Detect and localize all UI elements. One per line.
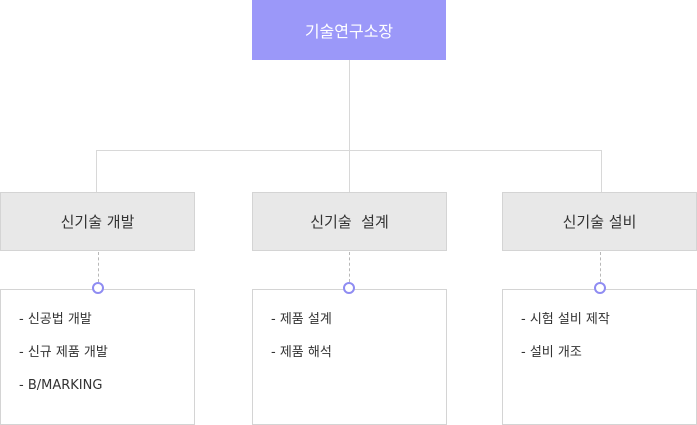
dept-box-facility: 신기술 설비 (502, 192, 697, 251)
dept-box-development: 신기술 개발 (0, 192, 195, 251)
connector-dot-design (343, 282, 355, 294)
task-item: - 설비 개조 (521, 345, 582, 360)
dashed-connector-development (98, 252, 99, 282)
connector-left-drop (96, 150, 97, 192)
connector-right-drop (601, 150, 602, 192)
task-item: - B/MARKING (19, 378, 103, 393)
task-item: - 신공법 개발 (19, 312, 92, 327)
dept-label: 신기술 설비 (562, 213, 637, 231)
dept-label: 신기술 설계 (310, 213, 389, 231)
task-item: - 신규 제품 개발 (19, 345, 108, 360)
task-item: - 시험 설비 제작 (521, 312, 610, 327)
task-item: - 제품 해석 (271, 345, 332, 360)
lab-director-box: 기술연구소장 (252, 0, 446, 60)
dept-box-design: 신기술 설계 (252, 192, 447, 251)
task-item: - 제품 설계 (271, 312, 332, 327)
connector-top-vertical (349, 60, 350, 150)
connector-middle-drop (349, 150, 350, 192)
task-box-design: - 제품 설계 - 제품 해석 (252, 289, 447, 425)
task-box-development: - 신공법 개발 - 신규 제품 개발 - B/MARKING (0, 289, 195, 425)
connector-dot-facility (594, 282, 606, 294)
lab-director-label: 기술연구소장 (304, 22, 394, 41)
dashed-connector-facility (600, 252, 601, 282)
task-list: - 시험 설비 제작 - 설비 개조 (521, 311, 696, 361)
task-box-facility: - 시험 설비 제작 - 설비 개조 (502, 289, 697, 425)
task-list: - 제품 설계 - 제품 해석 (271, 311, 446, 361)
dept-label: 신기술 개발 (60, 213, 135, 231)
connector-dot-development (92, 282, 104, 294)
dashed-connector-design (349, 252, 350, 282)
task-list: - 신공법 개발 - 신규 제품 개발 - B/MARKING (19, 311, 194, 394)
